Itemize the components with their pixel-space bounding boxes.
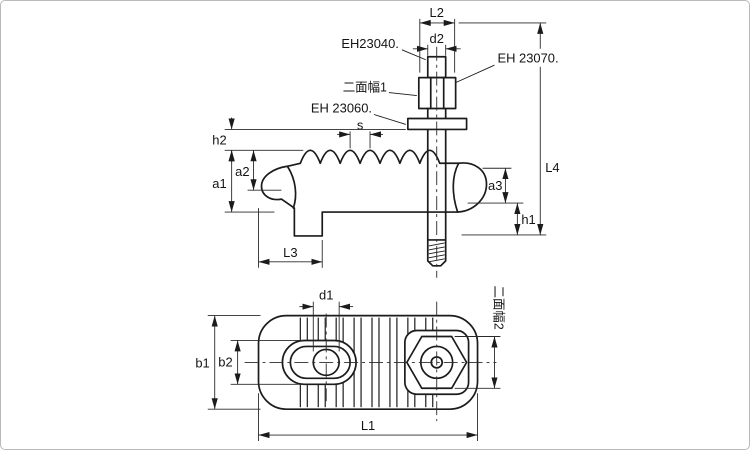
callout-eh23040: EH23040.	[341, 36, 426, 61]
callout-label-washer: EH 23060.	[311, 101, 372, 116]
dim-label-flats2: 二面幅2	[491, 286, 506, 330]
callout-label-flats1: 二面幅1	[343, 80, 387, 95]
thread-line	[428, 242, 445, 247]
dim-flats2: 二面幅2	[454, 286, 506, 389]
dim-L3: L3	[258, 208, 323, 268]
dim-L2: L2	[419, 5, 456, 73]
hex-nut-outline	[417, 76, 457, 110]
clamp-body-outline	[260, 149, 488, 237]
dim-s: s	[337, 117, 383, 149]
dim-label-L3: L3	[283, 245, 297, 260]
dim-a1: a1	[212, 150, 275, 213]
dim-label-a3: a3	[488, 178, 502, 193]
dim-d2: d2	[412, 31, 461, 56]
leader-line	[373, 114, 406, 125]
callout-eh23070: EH 23070.	[455, 50, 569, 84]
thread-line	[428, 258, 445, 263]
dim-b1: b1	[195, 315, 261, 410]
dim-a2: a2	[235, 150, 282, 191]
dim-label-b2: b2	[218, 354, 232, 369]
dim-h1: h1	[514, 203, 536, 235]
leader-line	[388, 92, 417, 97]
dim-L1: L1	[258, 393, 478, 442]
leader-line	[455, 64, 496, 84]
dim-label-L1: L1	[361, 418, 375, 433]
dim-a3: a3	[467, 167, 524, 204]
dim-label-L4: L4	[545, 160, 559, 175]
dim-label-h1: h1	[521, 212, 535, 227]
callout-eh23060: EH 23060.	[311, 101, 406, 125]
dim-L4: L4	[458, 22, 560, 236]
dim-label-a1: a1	[212, 176, 226, 191]
heel-contour-line	[452, 162, 460, 213]
side-view: L2 d2 L4 h2 a1	[212, 5, 569, 278]
callout-flats1: 二面幅1	[343, 80, 417, 97]
nose-contour-line	[286, 165, 297, 209]
dim-label-L2: L2	[430, 5, 444, 20]
dim-b2: b2	[218, 340, 304, 385]
dim-label-d1: d1	[319, 288, 333, 303]
washer-outline	[407, 117, 468, 131]
plan-view: d1 b1 b2 L1 二面幅2	[195, 286, 506, 442]
leader-line	[401, 49, 426, 61]
dim-label-s: s	[357, 117, 363, 132]
dim-label-a2: a2	[235, 164, 249, 179]
label-halo	[494, 50, 569, 67]
callout-label-nut: EH 23070.	[497, 51, 558, 66]
dim-label-d2: d2	[430, 31, 444, 46]
callout-label-stud: EH23040.	[341, 36, 399, 51]
dim-label-b1: b1	[195, 355, 209, 370]
dim-label-h2: h2	[212, 132, 226, 147]
dim-d1: d1	[299, 288, 354, 352]
stud-assembly	[407, 46, 468, 278]
